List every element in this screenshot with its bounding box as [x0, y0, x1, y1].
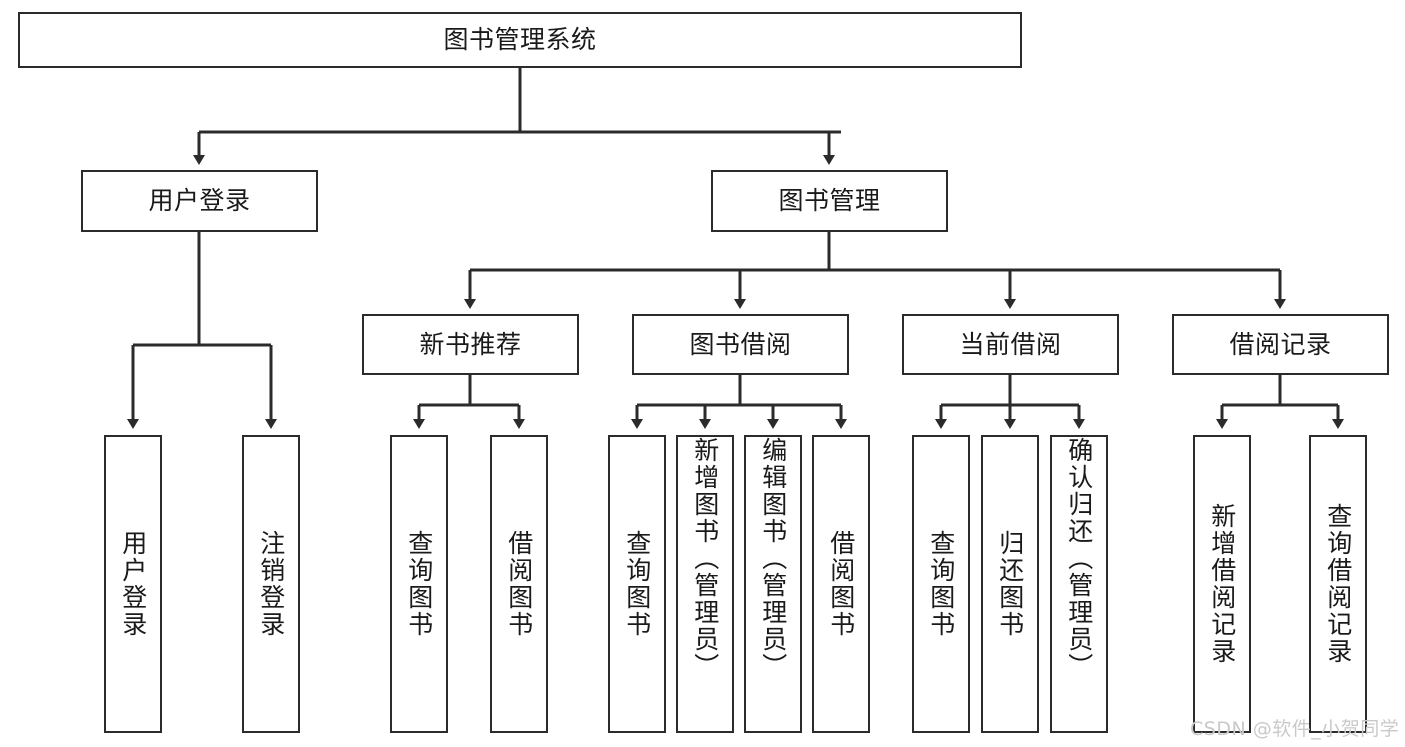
node-borrowing-records[interactable]: 借阅记录	[1172, 314, 1389, 375]
node-book-borrowing[interactable]: 图书借阅	[632, 314, 849, 375]
leaf-query-books-borrowing[interactable]: 查询图书	[608, 435, 666, 733]
node-book-management[interactable]: 图书管理	[711, 170, 948, 232]
leaf-return-books-label: 归还图书	[995, 530, 1025, 638]
leaf-confirm-return-admin-label: 确认归还（管理员）	[1064, 437, 1094, 680]
leaf-user-login-label: 用户登录	[118, 530, 148, 638]
leaf-add-borrow-record-label: 新增借阅记录	[1207, 503, 1237, 665]
leaf-user-login[interactable]: 用户登录	[104, 435, 162, 733]
leaf-logout-label: 注销登录	[256, 530, 286, 638]
leaf-query-books-borrowing-label: 查询图书	[622, 530, 652, 638]
leaf-query-books-recommendation-label: 查询图书	[404, 530, 434, 638]
node-current-borrowing[interactable]: 当前借阅	[902, 314, 1119, 375]
leaf-borrow-books-borrowing-label: 借阅图书	[826, 530, 856, 638]
node-new-book-recommendation[interactable]: 新书推荐	[362, 314, 579, 375]
leaf-add-book-admin-label: 新增图书（管理员）	[690, 437, 720, 680]
leaf-confirm-return-admin[interactable]: 确认归还（管理员）	[1050, 435, 1108, 733]
leaf-return-books[interactable]: 归还图书	[981, 435, 1039, 733]
leaf-borrow-books-recommendation[interactable]: 借阅图书	[490, 435, 548, 733]
leaf-query-borrow-record[interactable]: 查询借阅记录	[1309, 435, 1367, 733]
leaf-query-books-current-label: 查询图书	[926, 530, 956, 638]
leaf-borrow-books-borrowing[interactable]: 借阅图书	[812, 435, 870, 733]
leaf-add-book-admin[interactable]: 新增图书（管理员）	[676, 435, 734, 733]
leaf-query-books-recommendation[interactable]: 查询图书	[390, 435, 448, 733]
node-root-label: 图书管理系统	[443, 25, 597, 55]
leaf-query-books-current[interactable]: 查询图书	[912, 435, 970, 733]
leaf-edit-book-admin-label: 编辑图书（管理员）	[758, 437, 788, 680]
node-book-management-label: 图书管理	[778, 186, 881, 216]
node-book-borrowing-label: 图书借阅	[689, 329, 792, 359]
leaf-edit-book-admin[interactable]: 编辑图书（管理员）	[744, 435, 802, 733]
leaf-add-borrow-record[interactable]: 新增借阅记录	[1193, 435, 1251, 733]
csdn-watermark: CSDN @软件_小贺同学	[1190, 718, 1400, 740]
leaf-query-borrow-record-label: 查询借阅记录	[1323, 503, 1353, 665]
node-current-borrowing-label: 当前借阅	[959, 329, 1062, 359]
leaf-borrow-books-recommendation-label: 借阅图书	[504, 530, 534, 638]
node-user-login-label: 用户登录	[148, 186, 251, 216]
node-borrowing-records-label: 借阅记录	[1229, 329, 1332, 359]
node-new-book-recommendation-label: 新书推荐	[419, 329, 522, 359]
node-user-login[interactable]: 用户登录	[81, 170, 318, 232]
leaf-logout[interactable]: 注销登录	[242, 435, 300, 733]
node-root[interactable]: 图书管理系统	[18, 12, 1022, 68]
